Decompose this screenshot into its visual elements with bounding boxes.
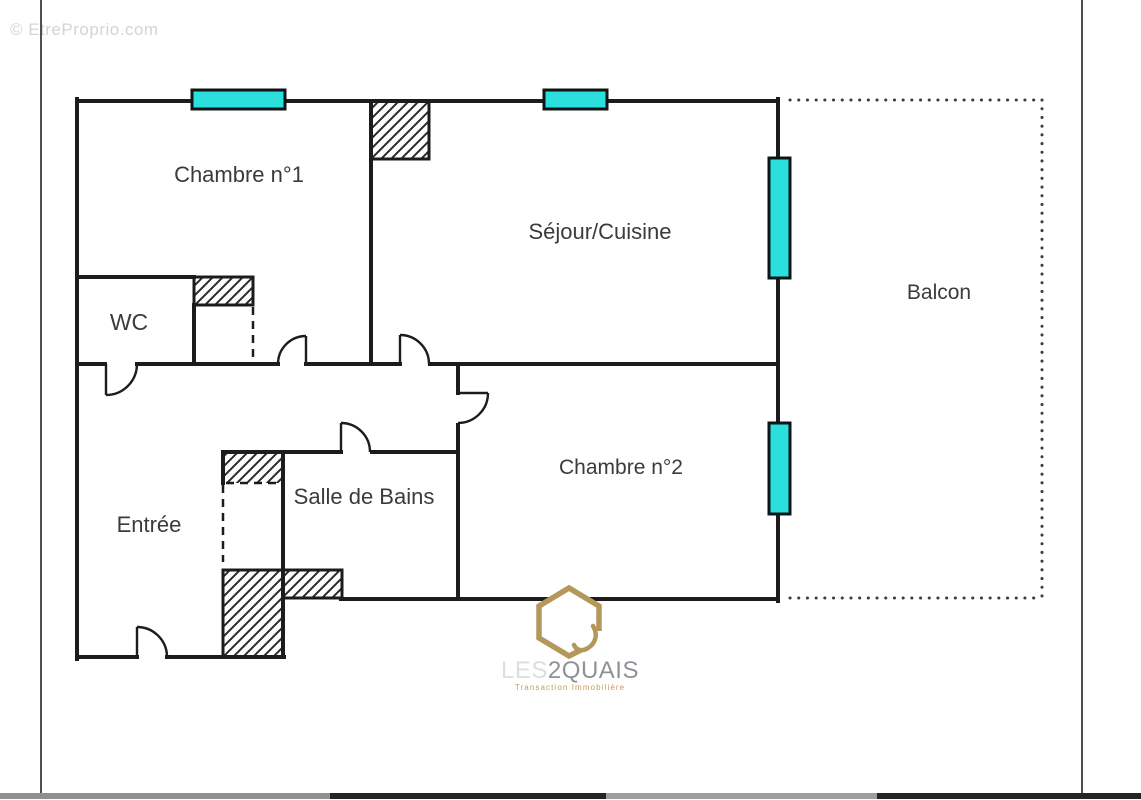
bottom-edge-segment	[877, 793, 1141, 799]
balcony-dotted-boundary	[788, 98, 1044, 600]
room-label-chambre1: Chambre n°1	[174, 162, 304, 187]
door-sejour	[398, 333, 431, 365]
hatched-block-bath-top	[223, 452, 283, 483]
room-label-balcon: Balcon	[907, 281, 971, 304]
door-chambre1	[276, 334, 308, 365]
room-label-sejour: Séjour/Cuisine	[528, 219, 671, 244]
room-labels: Chambre n°1 Séjour/Cuisine Balcon WC Cha…	[110, 162, 971, 537]
window-chambre2-balcony	[767, 421, 792, 516]
logo-hook-icon	[571, 623, 598, 653]
logo-tagline: Transaction Immobilière	[515, 683, 625, 692]
hatched-block-bath-bottom	[281, 568, 344, 600]
door-entrance	[135, 625, 169, 658]
room-label-salle-de-bains: Salle de Bains	[294, 484, 435, 509]
logo-hexagon-fill	[539, 588, 599, 656]
room-label-wc: WC	[110, 309, 148, 335]
window-chambre1	[190, 88, 287, 111]
image-left-border	[40, 0, 42, 797]
hatched-block-sejour-corner	[369, 99, 431, 161]
bottom-edge-segment	[330, 793, 606, 799]
doors	[104, 333, 490, 658]
logo-name: 2QUAIS	[548, 657, 639, 684]
bottom-edge-bar	[0, 793, 1141, 799]
room-label-entree: Entrée	[117, 512, 182, 537]
interior-walls	[75, 99, 780, 659]
hatched-block-entree-corner	[221, 568, 285, 659]
bottom-edge-segment	[0, 793, 330, 799]
image-right-border	[1081, 0, 1083, 797]
hatched-block-wc	[192, 275, 255, 307]
room-label-chambre2: Chambre n°2	[559, 456, 683, 479]
dashed-partitions	[221, 307, 280, 562]
door-salle-de-bains	[339, 421, 372, 453]
door-wc	[104, 363, 139, 397]
logo-wordmark: LES2QUAIS	[501, 657, 639, 684]
logo-prefix: LES	[501, 657, 548, 684]
agency-logo: LES2QUAIS Transaction Immobilière	[501, 584, 639, 692]
watermark: © EtreProprio.com	[10, 20, 159, 39]
bottom-edge-segment	[606, 793, 877, 799]
door-chambre2	[457, 391, 490, 425]
windows	[190, 88, 792, 516]
window-sejour-top	[542, 88, 609, 111]
window-sejour-balcony	[767, 156, 792, 280]
logo-hexagon-icon	[536, 584, 602, 660]
